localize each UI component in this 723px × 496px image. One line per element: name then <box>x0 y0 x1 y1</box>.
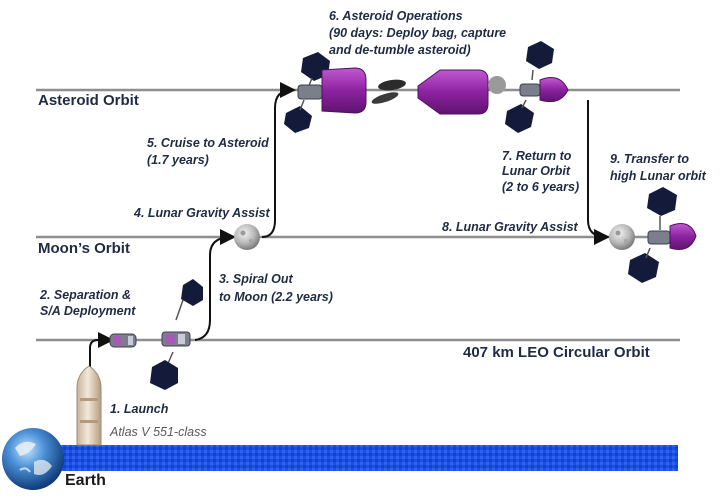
step-6-label-line1: 6. Asteroid Operations <box>329 9 463 23</box>
capture-bag-icon <box>417 69 489 115</box>
step-3-label-line2: to Moon (2.2 years) <box>219 290 333 304</box>
trajectory-path-launch-to-leo <box>89 332 114 368</box>
step-5-label-line2: (1.7 years) <box>147 153 209 167</box>
lunar-orbit-spacecraft-icon <box>628 187 697 283</box>
spacecraft-stowed-icon <box>109 333 137 348</box>
rocket-icon <box>76 365 102 446</box>
moon-orbit-label: Moon’s Orbit <box>38 240 130 257</box>
step-5-label-line1: 5. Cruise to Asteroid <box>147 136 269 150</box>
earth-label: Earth <box>65 472 106 489</box>
trajectory-path-return-to-moon <box>587 100 610 245</box>
leo-orbit-label: 407 km LEO Circular Orbit <box>463 344 650 361</box>
step-8-label: 8. Lunar Gravity Assist <box>442 220 578 234</box>
tumbling-asteroid-icon <box>371 79 406 104</box>
step-6-label-line2: (90 days: Deploy bag, capture <box>329 26 507 40</box>
step-3-label-line1: 3. Spiral Out <box>219 272 293 286</box>
earth-surface-band <box>48 445 678 471</box>
moon-icon <box>234 224 260 250</box>
returning-spacecraft-icon <box>488 41 569 133</box>
step-9-label-line2: high Lunar orbit <box>610 169 706 183</box>
moon-icon <box>609 224 635 250</box>
asteroid-orbit-label: Asteroid Orbit <box>38 92 139 109</box>
earth-globe-icon <box>2 428 64 490</box>
step-7-label-line1: 7. Return to <box>502 149 572 163</box>
step-1-label: 1. Launch <box>110 402 169 416</box>
step-7-label-line2: Lunar Orbit <box>502 164 571 178</box>
step-1-vehicle: Atlas V 551-class <box>110 425 207 439</box>
step-7-label-line3: (2 to 6 years) <box>502 180 580 194</box>
trajectory-path-cruise-to-asteroid <box>261 82 296 238</box>
step-4-label: 4. Lunar Gravity Assist <box>134 206 270 220</box>
step-2-label-line1: 2. Separation & <box>40 288 131 302</box>
step-9-label-line1: 9. Transfer to <box>610 152 689 166</box>
step-2-label-line2: S/A Deployment <box>40 304 136 318</box>
capture-spacecraft-icon <box>284 52 367 133</box>
step-6-label-line3: and de-tumble asteroid) <box>329 43 471 57</box>
trajectory-path-spiral-to-moon <box>194 229 236 341</box>
spacecraft-deployed-icon <box>150 279 203 390</box>
